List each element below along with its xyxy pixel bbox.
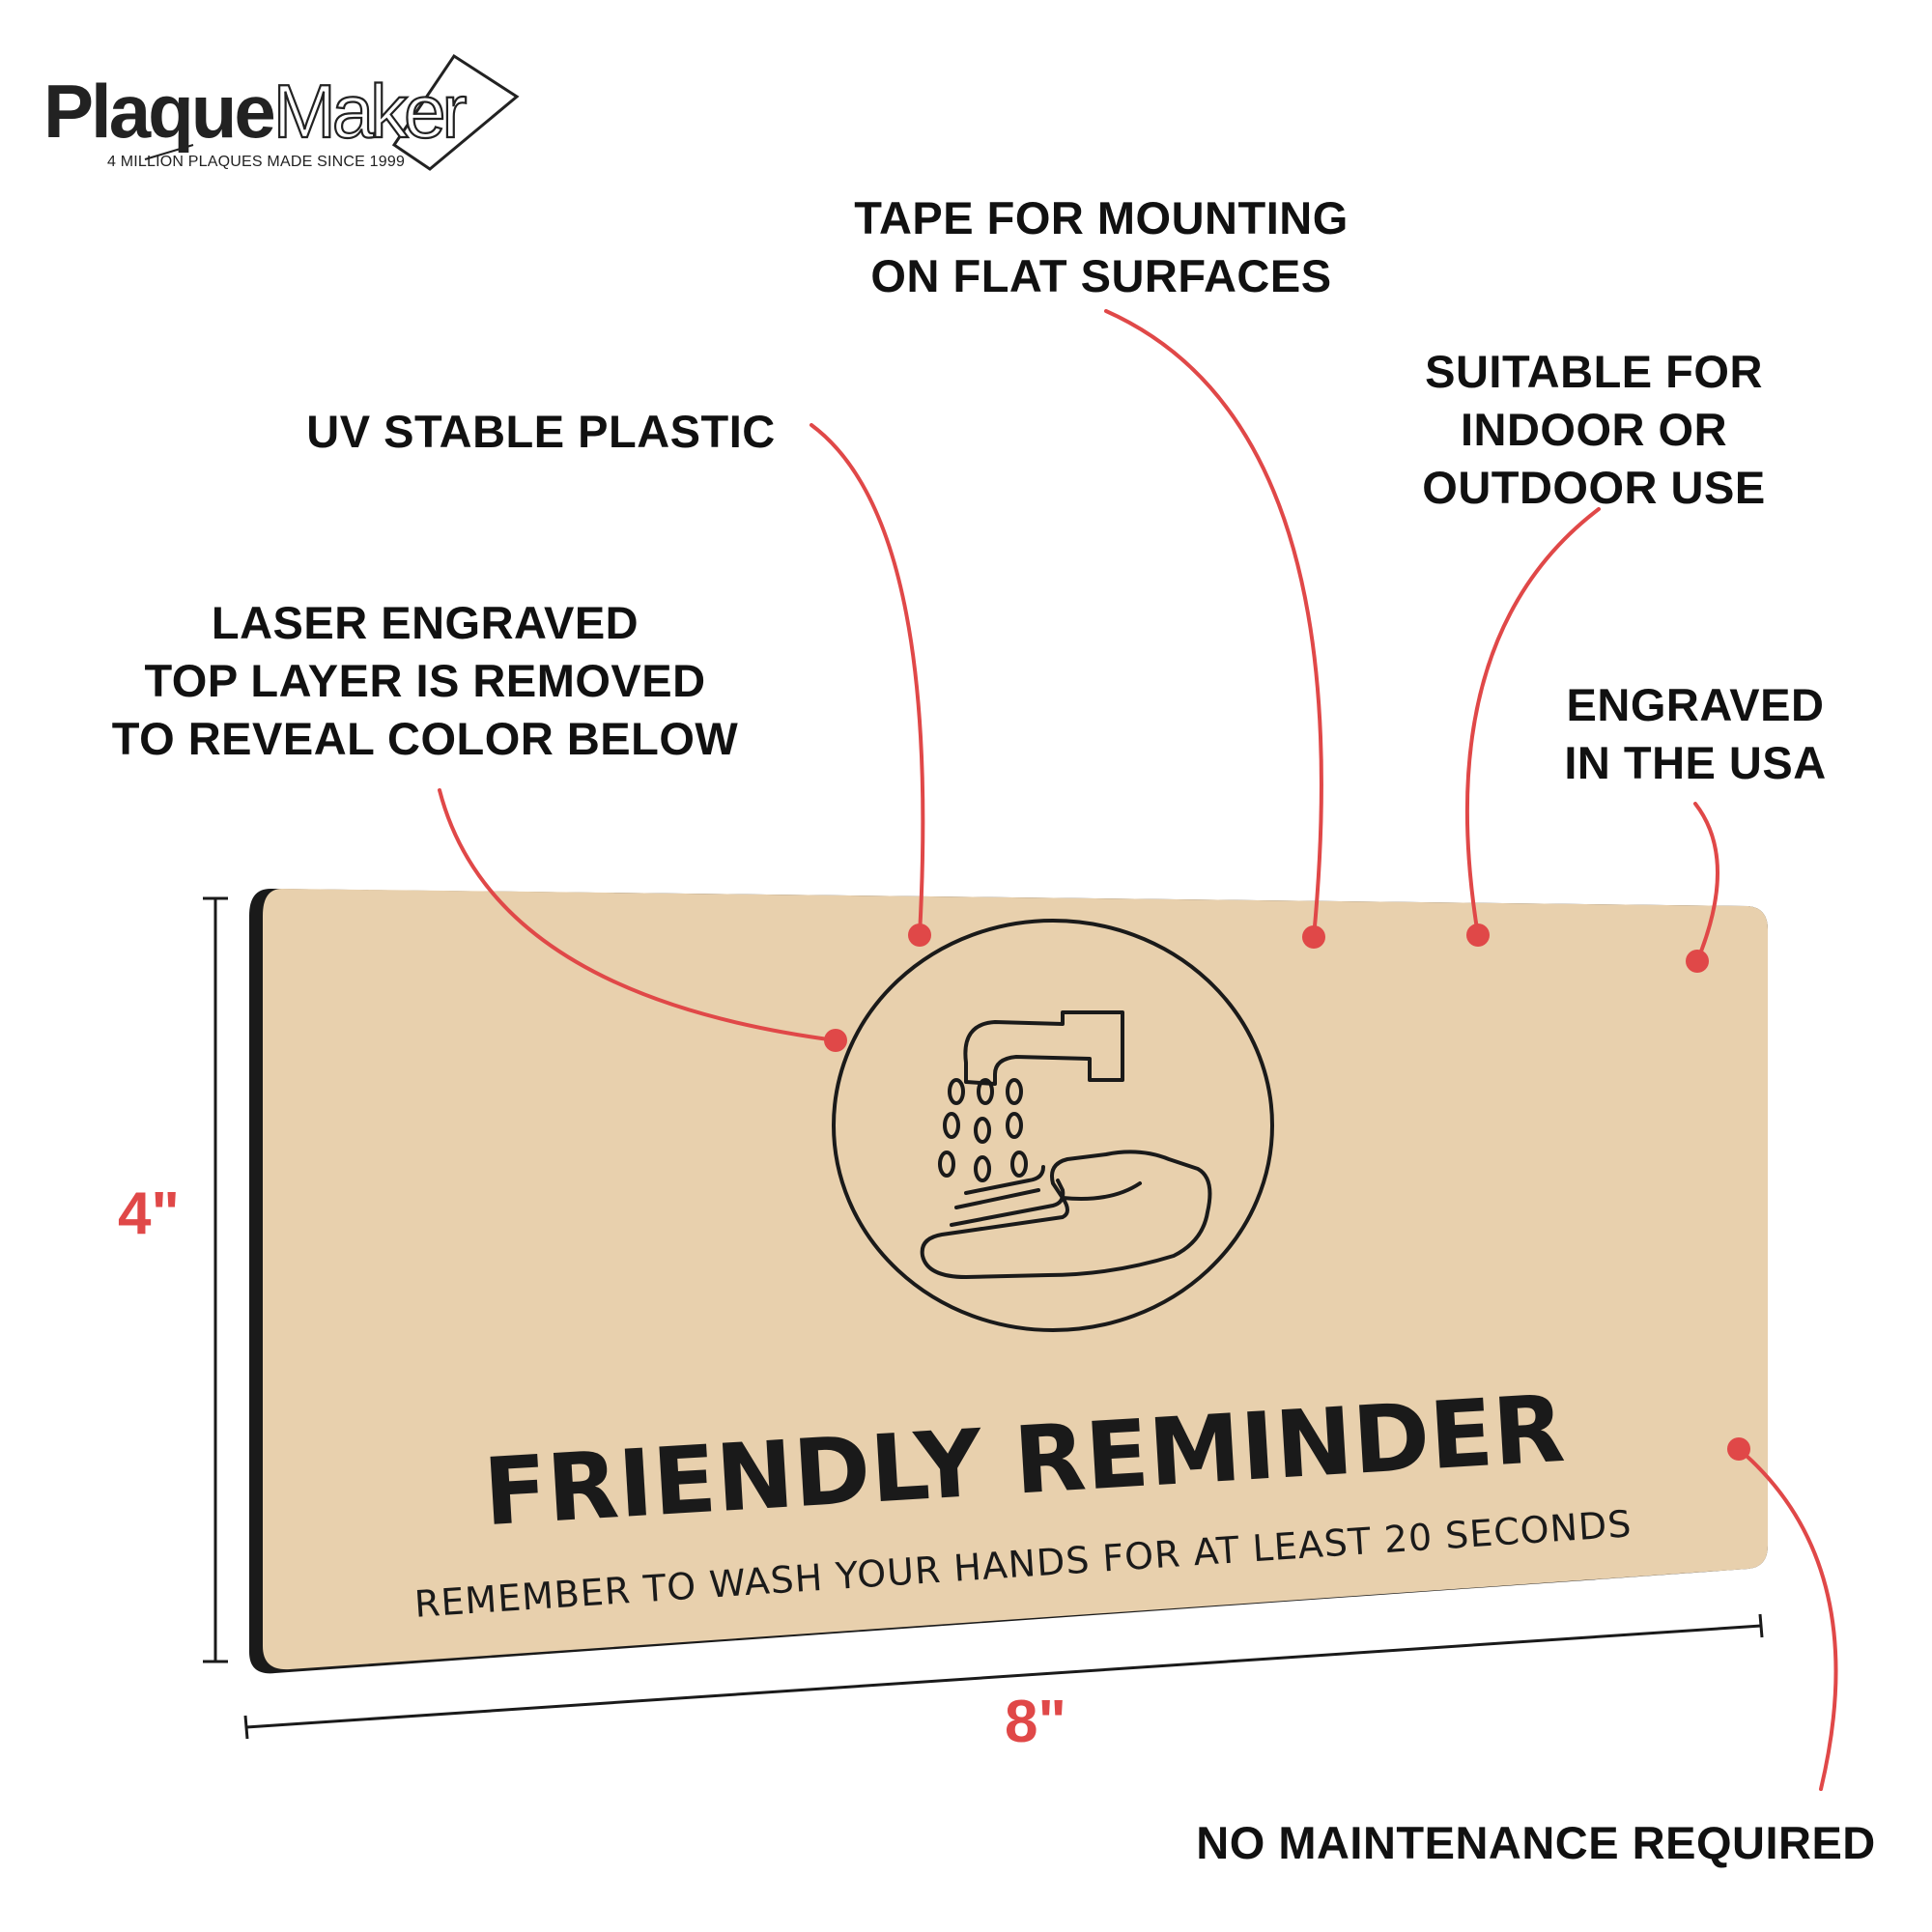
callout-maintenance: NO MAINTENANCE REQUIRED	[1159, 1814, 1913, 1872]
plaque-face	[263, 889, 1768, 1670]
callout-laser: LASER ENGRAVED TOP LAYER IS REMOVED TO R…	[87, 594, 763, 768]
width-dimension-line	[243, 1613, 1764, 1740]
callout-laser-line: TOP LAYER IS REMOVED	[144, 655, 706, 706]
callout-tape-line: TAPE FOR MOUNTING	[854, 192, 1349, 243]
logo-wordmark: PlaqueMaker	[43, 68, 469, 155]
leader-usa	[1693, 802, 1719, 963]
dot-usa	[1686, 950, 1709, 973]
logo-word-plaque: Plaque	[43, 69, 276, 154]
faucet-icon	[963, 1010, 1124, 1086]
leader-tape	[1104, 309, 1323, 939]
callout-maintenance-line: NO MAINTENANCE REQUIRED	[1196, 1817, 1876, 1868]
callout-suitable-line: SUITABLE FOR	[1425, 346, 1763, 397]
width-label: 8"	[1005, 1689, 1066, 1755]
callout-suitable-line: INDOOR OR	[1460, 404, 1728, 455]
callout-usa: ENGRAVED IN THE USA	[1536, 676, 1855, 792]
hand-washing-icon	[832, 919, 1274, 1332]
dot-suitable	[1466, 923, 1490, 947]
water-drops-icon	[938, 1078, 1028, 1182]
callout-laser-line: LASER ENGRAVED	[211, 597, 639, 648]
brand-logo: PlaqueMaker 4 MILLION PLAQUES MADE SINCE…	[43, 53, 565, 184]
dot-tape	[1302, 925, 1325, 949]
callout-tape: TAPE FOR MOUNTING ON FLAT SURFACES	[840, 189, 1362, 305]
callout-uv: UV STABLE PLASTIC	[290, 403, 792, 461]
callout-dots	[824, 923, 1750, 1461]
leader-maintenance	[1737, 1447, 1838, 1791]
callout-laser-line: TO REVEAL COLOR BELOW	[111, 713, 739, 764]
leader-suitable	[1464, 507, 1601, 937]
logo-word-maker: Maker	[272, 68, 469, 155]
dot-maintenance	[1727, 1437, 1750, 1461]
height-label: 4"	[118, 1180, 180, 1247]
callout-uv-line: UV STABLE PLASTIC	[306, 406, 776, 457]
dot-uv	[908, 923, 931, 947]
callout-usa-line: IN THE USA	[1564, 737, 1827, 788]
logo-diamond-icon	[144, 53, 520, 171]
leader-laser	[438, 788, 838, 1042]
callout-usa-line: ENGRAVED	[1566, 679, 1825, 730]
height-dimension-line	[203, 896, 228, 1663]
callout-suitable-line: OUTDOOR USE	[1422, 462, 1766, 513]
callout-suitable: SUITABLE FOR INDOOR OR OUTDOOR USE	[1401, 343, 1787, 517]
dot-laser	[824, 1029, 847, 1052]
logo-tagline: 4 MILLION PLAQUES MADE SINCE 1999	[107, 154, 406, 170]
leader-uv	[810, 423, 925, 937]
callout-leaders	[438, 309, 1838, 1791]
callout-tape-line: ON FLAT SURFACES	[870, 250, 1332, 301]
emblem-circle	[832, 919, 1274, 1332]
hand-icon	[920, 1150, 1212, 1279]
